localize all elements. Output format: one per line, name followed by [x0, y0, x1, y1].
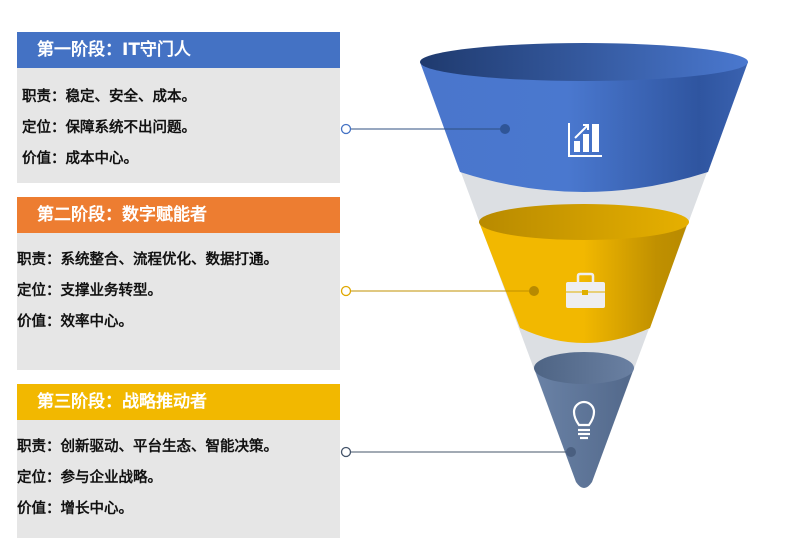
briefcase-icon — [566, 272, 605, 308]
lightbulb-icon — [572, 400, 596, 440]
connector-1 — [340, 123, 510, 135]
funnel-section-3 — [534, 368, 634, 488]
stage-2-duty: 职责：系统整合、流程优化、数据打通。 — [17, 252, 278, 268]
stage-3-title: 第三阶段：战略推动者 — [17, 384, 340, 420]
stage-3-panel: 第三阶段：战略推动者 职责：创新驱动、平台生态、智能决策。 定位：参与企业战略。… — [17, 384, 340, 538]
stage-1-panel: 第一阶段：IT守门人 职责：稳定、安全、成本。 定位：保障系统不出问题。 价值：… — [17, 32, 340, 183]
stage-1-position: 定位：保障系统不出问题。 — [22, 120, 196, 136]
stage-1-title: 第一阶段：IT守门人 — [17, 32, 340, 68]
connector-2 — [340, 285, 539, 297]
stage-2-title: 第二阶段：数字赋能者 — [17, 197, 340, 233]
funnel-section-2-top — [479, 204, 689, 240]
funnel-section-1 — [420, 62, 748, 192]
stage-3-duty: 职责：创新驱动、平台生态、智能决策。 — [17, 439, 278, 455]
stage-1-duty: 职责：稳定、安全、成本。 — [22, 89, 196, 105]
funnel-section-1-top — [420, 43, 748, 81]
connector-3 — [340, 446, 576, 458]
stage-2-panel: 第二阶段：数字赋能者 职责：系统整合、流程优化、数据打通。 定位：支撑业务转型。… — [17, 197, 340, 370]
stage-1-value: 价值：成本中心。 — [22, 151, 138, 167]
stage-3-position: 定位：参与企业战略。 — [17, 470, 162, 486]
funnel-section-3-top — [534, 352, 634, 384]
stage-2-value: 价值：效率中心。 — [17, 314, 133, 330]
stage-2-position: 定位：支撑业务转型。 — [17, 283, 162, 299]
stage-3-value: 价值：增长中心。 — [17, 501, 133, 517]
bar-chart-growth-icon — [568, 123, 602, 157]
